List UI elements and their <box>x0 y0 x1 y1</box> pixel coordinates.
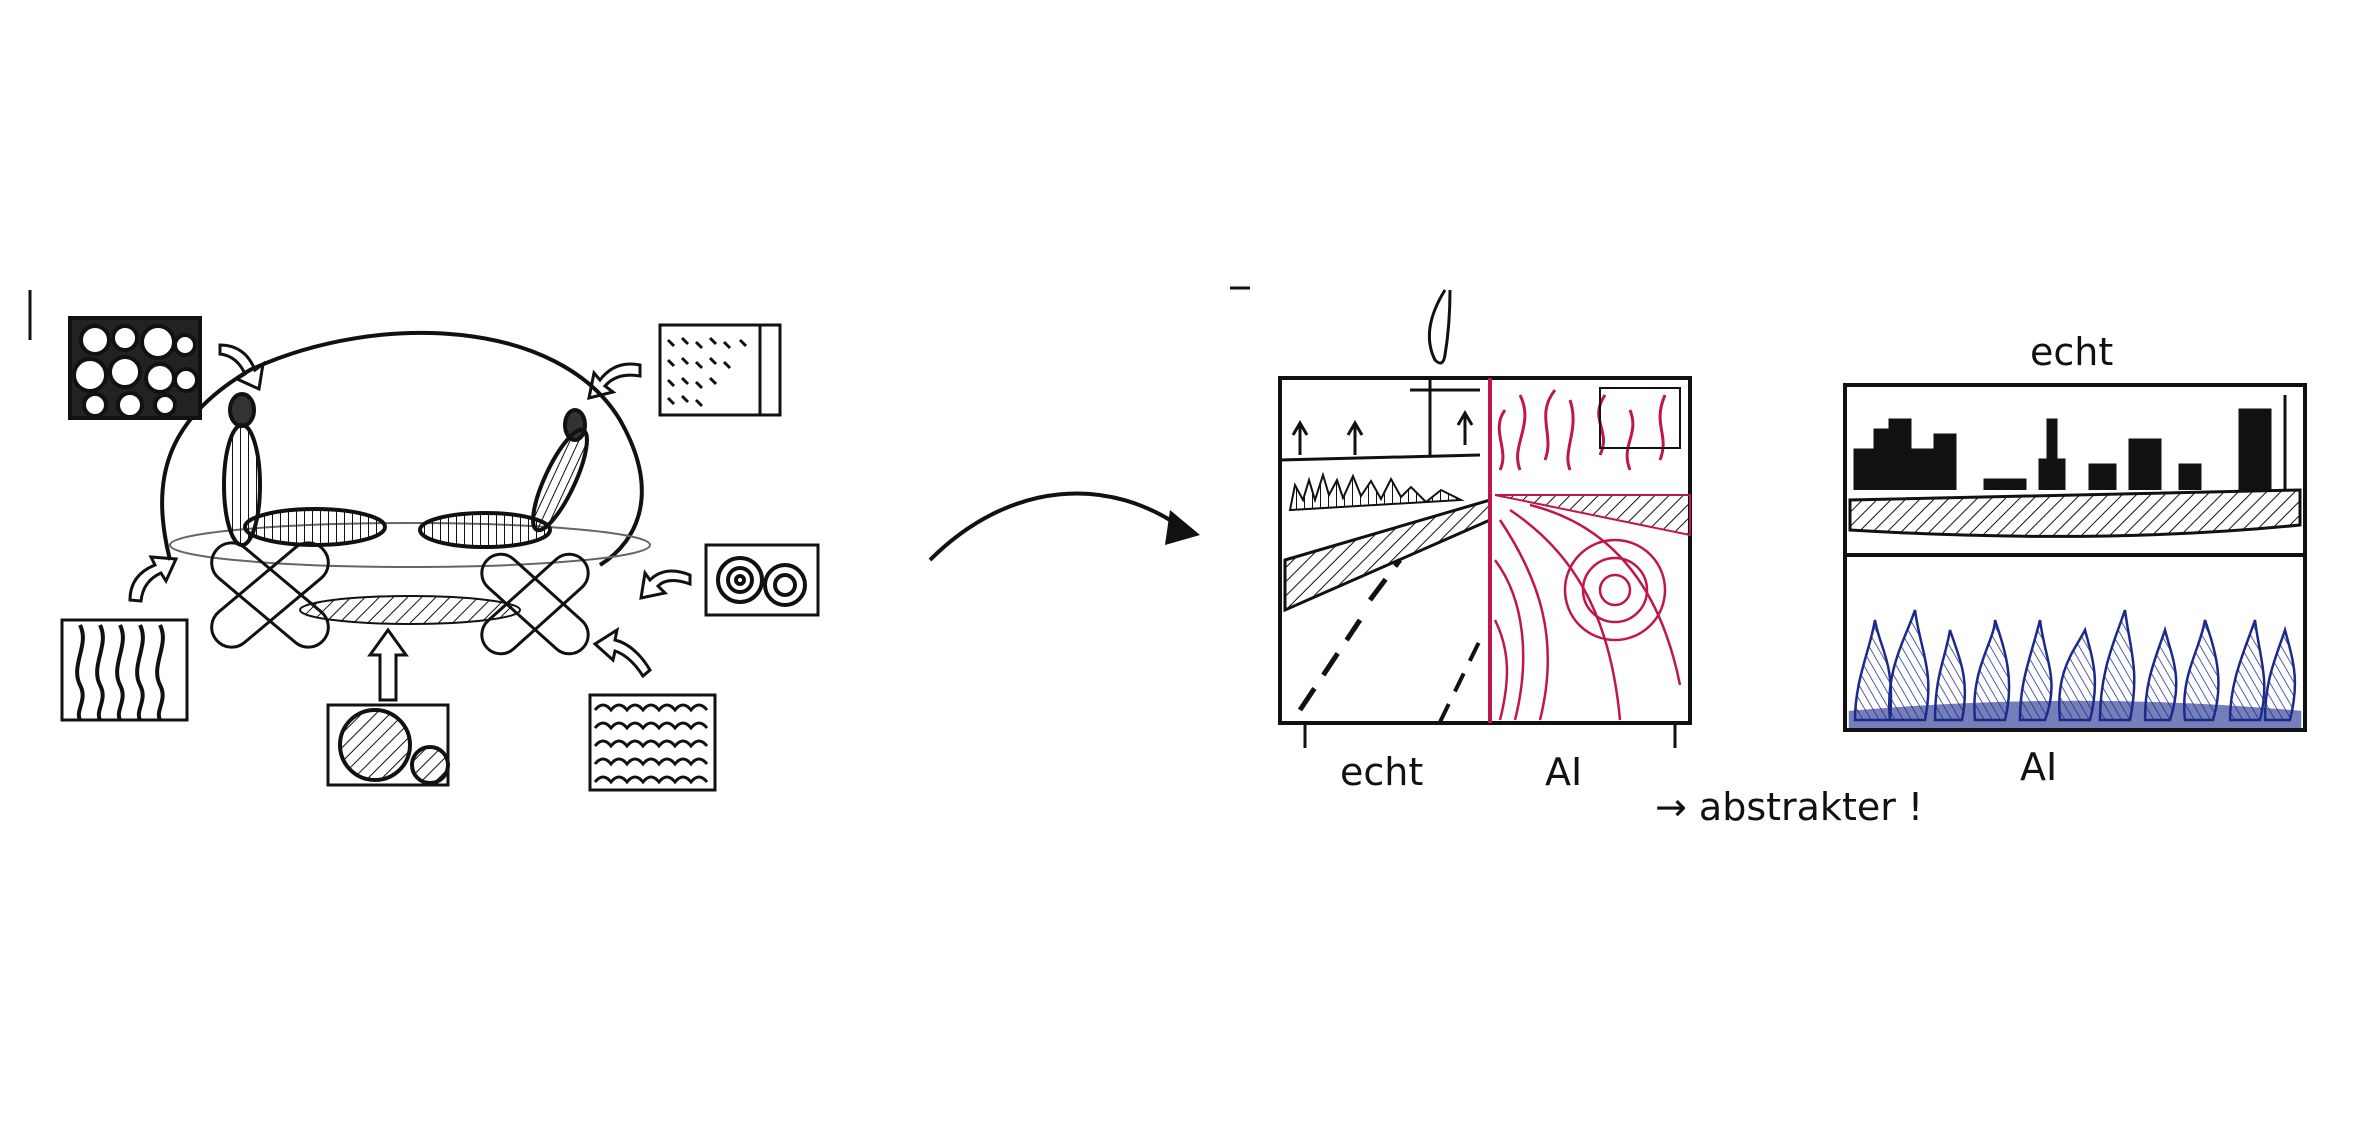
yarn-texture-icon <box>326 703 450 787</box>
right-sketch: echt AI echt <box>1230 286 2307 829</box>
panel1-label-echt: echt <box>1340 750 1423 794</box>
panel2-city <box>1843 383 2307 732</box>
panel1-ai-half <box>1488 376 1692 748</box>
leg-x-left <box>210 541 330 649</box>
figure-left <box>222 392 387 547</box>
panel1-real-half <box>1278 376 1492 748</box>
figure-right <box>418 408 589 549</box>
scales-texture-icon <box>588 693 717 792</box>
panel1-label-ai: AI <box>1545 750 1582 794</box>
panel2-label-ai: AI <box>2020 745 2057 789</box>
dome-floor <box>169 522 651 568</box>
transition-arrow <box>928 491 1200 562</box>
left-sketch <box>28 290 820 792</box>
panel2-label-echt: echt <box>2030 330 2113 374</box>
panel-city-flames: echt AI <box>1843 330 2307 789</box>
panel2-flames <box>1848 609 2302 729</box>
note-abstrakter: → abstrakter ! <box>1655 785 1923 829</box>
leg-x-right <box>480 552 590 656</box>
waves-texture-icon <box>60 618 189 722</box>
pebbles-texture-icon <box>68 316 202 420</box>
dome-base-shadow <box>299 595 521 625</box>
hollow-arrows <box>128 343 692 702</box>
dome-outline <box>160 331 644 567</box>
dashes-texture-icon <box>658 323 782 417</box>
circles-texture-icon <box>704 543 820 617</box>
panel-echt-ai: echt AI <box>1278 376 1692 794</box>
